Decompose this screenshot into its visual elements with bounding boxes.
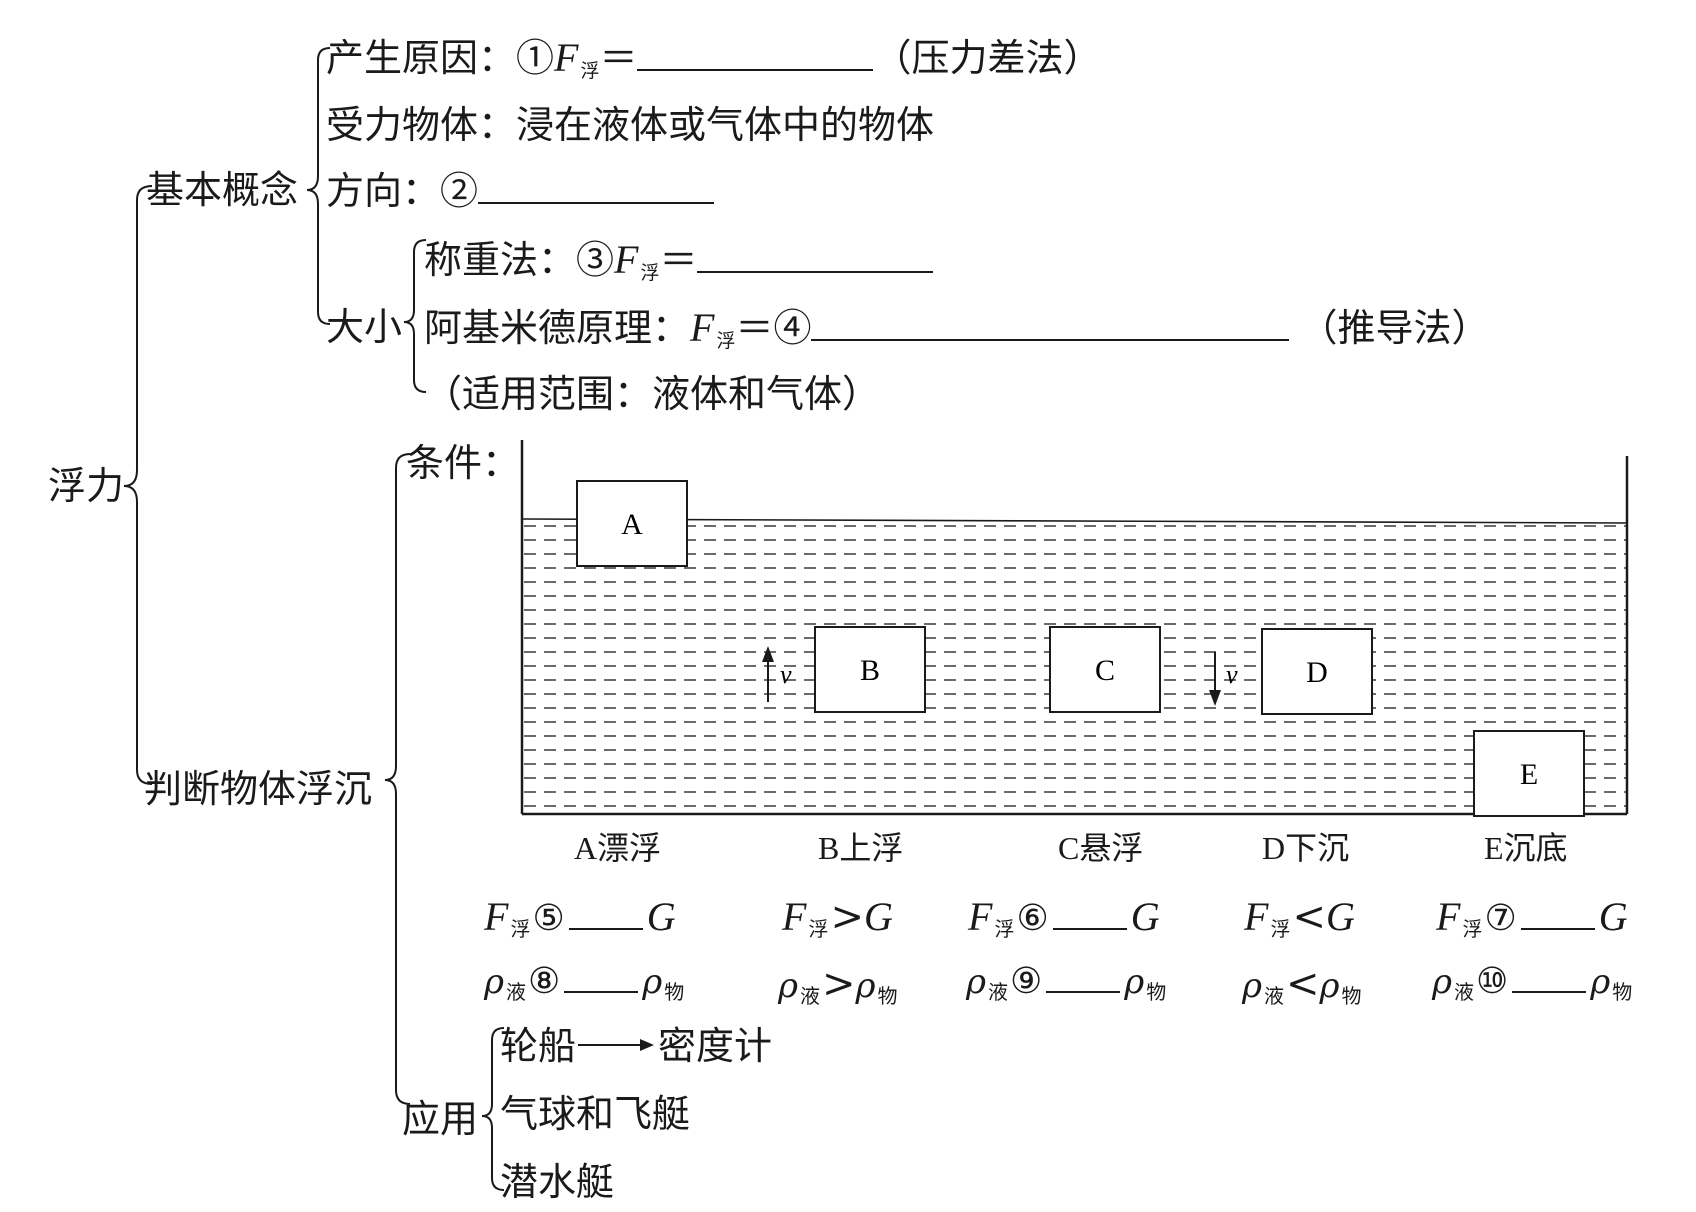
weighing-blank[interactable] — [697, 241, 934, 273]
answer-blank-6[interactable] — [1052, 902, 1127, 930]
answer-blank-5[interactable] — [568, 902, 643, 930]
answer-blank-10[interactable] — [1512, 965, 1587, 993]
scope-row: （适用范围：液体和气体） — [424, 372, 881, 416]
application-label: 应用 — [402, 1097, 479, 1141]
velocity-up-label: v — [780, 660, 792, 689]
state-suspended: C悬浮 — [1058, 830, 1144, 866]
cause-prefix: 产生原因：① — [326, 36, 555, 80]
water-surface — [521, 518, 1628, 524]
cause-blank[interactable] — [637, 39, 874, 71]
cause-force-symbol: F — [554, 35, 579, 80]
answer-blank-9[interactable] — [1046, 965, 1121, 993]
cause-equals: ＝ — [599, 36, 638, 80]
judge-label: 判断物体浮沉 — [144, 767, 373, 811]
condition-label: 条件： — [406, 441, 521, 485]
application-balloon: 气球和飞艇 — [500, 1092, 691, 1136]
state-floating: A漂浮 — [574, 830, 662, 866]
application-submarine: 潜水艇 — [500, 1160, 615, 1204]
size-brace — [403, 239, 427, 393]
state-rising: B上浮 — [818, 830, 904, 866]
cause-force-subscript: 浮 — [580, 60, 600, 82]
block-a: A — [576, 480, 688, 567]
archimedes-equals: ＝④ — [735, 306, 812, 350]
size-label: 大小 — [326, 305, 403, 349]
application-hydrometer: 密度计 — [658, 1024, 773, 1068]
archimedes-force-subscript: 浮 — [716, 330, 736, 352]
block-e: E — [1473, 730, 1585, 817]
block-e-label: E — [1520, 758, 1538, 791]
ship-to-hydrometer-arrow — [578, 1039, 654, 1051]
answer-blank-7[interactable] — [1520, 902, 1595, 930]
weighing-equals: ＝ — [659, 238, 698, 282]
state-bottom: E沉底 — [1484, 830, 1568, 866]
cause-suffix: （压力差法） — [873, 36, 1102, 80]
weighing-force-symbol: F — [614, 237, 639, 282]
block-c: C — [1049, 626, 1161, 713]
application-ship: 轮船 — [500, 1024, 577, 1068]
velocity-down-label: v — [1226, 660, 1238, 689]
block-b-label: B — [860, 654, 880, 687]
archimedes-suffix: （推导法） — [1299, 306, 1490, 350]
block-c-label: C — [1095, 654, 1115, 687]
basic-brace — [306, 47, 331, 325]
archimedes-blank[interactable] — [811, 309, 1290, 341]
root-label: 浮力 — [48, 464, 125, 508]
direction-label: 方向：② — [326, 169, 479, 213]
judge-brace — [384, 453, 411, 1105]
weighing-force-subscript: 浮 — [640, 262, 660, 284]
block-d-label: D — [1306, 656, 1328, 689]
body-row: 受力物体：浸在液体或气体中的物体 — [326, 103, 935, 147]
velocity-down-arrow: v — [1209, 652, 1238, 706]
direction-blank[interactable] — [478, 172, 715, 204]
application-brace — [481, 1027, 505, 1191]
velocity-up-arrow: v — [762, 646, 792, 702]
archimedes-force-symbol: F — [690, 305, 715, 350]
state-sinking: D下沉 — [1262, 830, 1350, 866]
answer-blank-8[interactable] — [564, 965, 639, 993]
block-d: D — [1261, 628, 1373, 715]
block-a-label: A — [621, 508, 643, 541]
weighing-prefix: 称重法：③ — [424, 238, 615, 282]
root-brace — [123, 185, 153, 785]
block-b: B — [814, 626, 926, 713]
archimedes-prefix: 阿基米德原理： — [424, 306, 691, 350]
basic-concept-label: 基本概念 — [146, 168, 299, 212]
direction-row: 方向：② — [326, 169, 715, 213]
